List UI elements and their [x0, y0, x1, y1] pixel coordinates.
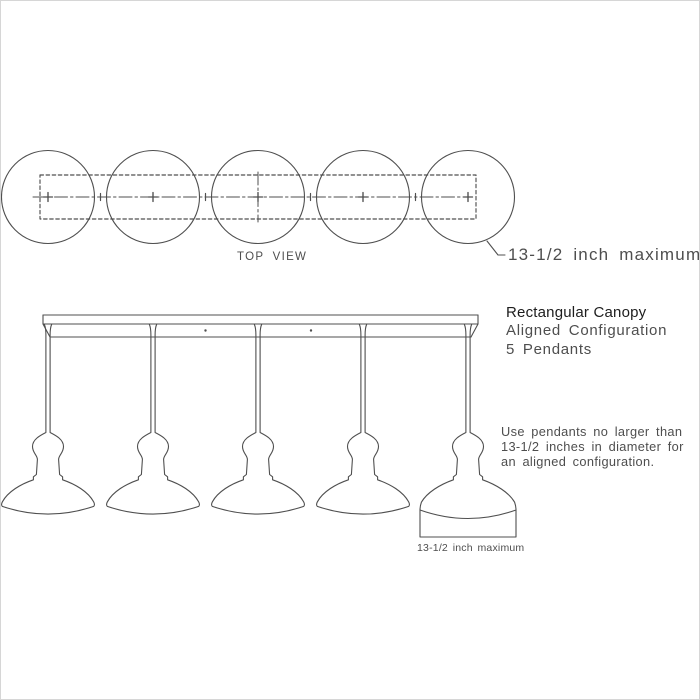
pendant-3	[211, 323, 305, 515]
rail-screw-dot-2	[309, 329, 313, 332]
leader-line	[486, 240, 506, 256]
note-line-2: 13-1/2 inches in diameter for	[501, 439, 684, 455]
note-line-1: Use pendants no larger than	[501, 424, 683, 439]
rail-left-chamfer	[42, 323, 51, 338]
pendant-1	[1, 323, 95, 515]
note-line-3: an aligned configuration.	[501, 454, 655, 470]
rail-screw-dot-1	[204, 329, 207, 332]
canopy-type-title: Rectangular Canopy	[506, 304, 647, 321]
top-view-label: TOP VIEW	[237, 251, 308, 263]
centerline-ticks	[99, 192, 417, 202]
rail-right-chamfer	[470, 323, 479, 338]
title-block: Rectangular Canopy Aligned Configuration…	[506, 304, 667, 359]
pendant-2	[106, 323, 200, 515]
configuration-subtitle: Aligned Configuration	[506, 322, 668, 340]
top-view-drawing	[1, 149, 516, 256]
max-diameter-callout: 13-1/2 inch maximum	[508, 245, 700, 264]
side-view-drawing	[1, 314, 517, 538]
circle-center-marks	[42, 191, 474, 203]
usage-note: Use pendants no larger than 13-1/2 inche…	[501, 424, 684, 470]
dimension-label: 13-1/2 inch maximum	[417, 542, 525, 554]
pendant-count-subtitle: 5 Pendants	[506, 340, 592, 358]
pendant-5	[419, 323, 517, 520]
pendant-4	[316, 323, 410, 515]
